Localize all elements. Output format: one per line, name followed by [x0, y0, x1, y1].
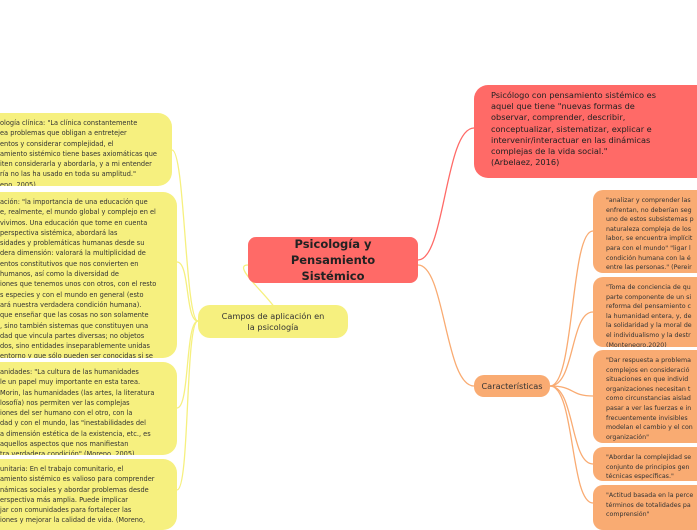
- node-text-line: labor, se encuentra implícit: [606, 235, 693, 243]
- node-text-line: el individualismo y la destr: [606, 331, 691, 339]
- node-text-line: conjunto de principios gen: [606, 463, 690, 471]
- node-text-line: aquel que tiene "nuevas formas de: [491, 101, 635, 112]
- node-text-line: erspectiva más amplia. Puede implicar: [0, 495, 128, 504]
- node-text-line: "analizar y comprender las: [606, 197, 691, 204]
- node-text-line: observar, comprender, describir,: [491, 112, 626, 123]
- node-text-line: le un papel muy importante en esta tarea…: [0, 378, 141, 387]
- node-text-line: e, realmente, el mundo global y complejo…: [0, 208, 156, 217]
- campos-item-node[interactable]: ología clínica: "La clínica constantemen…: [0, 113, 172, 186]
- node-text-line: situaciones en que individ: [606, 376, 689, 384]
- node-text-line: intervenir/interactuar en las dinámicas: [491, 134, 651, 145]
- node-text-line: dad y con el mundo, las "inestabilidades…: [0, 419, 146, 428]
- node-text-line: dad que vincula partes diversas; no obje…: [0, 331, 145, 340]
- node-text-line: entos y considerar complejidad, el: [0, 139, 114, 148]
- node-text-line: humanos, así como la diversidad de: [0, 270, 119, 279]
- node-text-line: pasar a ver las fuerzas e in: [606, 404, 692, 412]
- node-text-line: conceptualizar, sistematizar, explicar e: [491, 123, 652, 134]
- node-text-line: condición humana con la é: [606, 254, 691, 262]
- node-text-line: s especies y con el mundo en general (es…: [0, 290, 144, 299]
- node-text-line: la solidaridad y la moral de: [606, 322, 692, 330]
- node-text-line: como circunstancias aislad: [606, 395, 691, 403]
- node-text-line: ación: "la importancia de una educación …: [0, 198, 148, 206]
- node-text-line: frecuentemente invisibles: [606, 414, 688, 422]
- caracteristica-item-node[interactable]: "Actitud basada en la perce términos de t…: [593, 485, 697, 530]
- node-text-line: organización": [606, 433, 650, 441]
- node-text-line: reforma del pensamiento c: [606, 303, 692, 311]
- caracteristicas-node[interactable]: Características: [474, 375, 550, 397]
- node-text-line: Morin, las humanidades (las artes, la li…: [0, 388, 155, 397]
- node-text-line: aquellos aspectos que nos manifiestan: [0, 440, 129, 449]
- central-topic-title: Psicología y Pensamiento Sistémico: [290, 237, 376, 283]
- node-text-line: parte componente de un si: [606, 293, 692, 301]
- campos-item-node[interactable]: unitaria: En el trabajo comunitario, el a…: [0, 459, 177, 530]
- caracteristicas-label: Características: [481, 380, 543, 391]
- node-text-line: a dimensión estética de la existencia, e…: [0, 429, 151, 438]
- central-topic[interactable]: Psicología y Pensamiento Sistémico: [248, 237, 418, 283]
- caracteristica-item-node[interactable]: "Dar respuesta a problema complejos en co…: [593, 350, 697, 443]
- node-text-line: comprensión": [606, 511, 650, 519]
- node-text-line: ría no las ha usado en toda su amplitud.…: [0, 170, 137, 179]
- node-text-line: "Actitud basada en la perce: [606, 492, 694, 499]
- node-text-line: Psicólogo con pensamiento sistémico es: [491, 90, 656, 100]
- node-text-line: námicas sociales y abordar problemas des…: [0, 485, 149, 494]
- node-text-line: ará nuestra verdadera condición humana).: [0, 300, 142, 309]
- node-text-line: naturaleza compleja de los: [606, 225, 691, 233]
- campos-label: Campos de aplicación en la psicología: [221, 310, 325, 332]
- caracteristica-item-node[interactable]: "Toma de conciencia de qu parte component…: [593, 277, 697, 347]
- node-text-line: (Arbelaez, 2016): [491, 157, 560, 168]
- node-text-line: iones del ser humano con el otro, con la: [0, 409, 133, 418]
- node-text-line: entos constitutivos que nos convierten e…: [0, 259, 139, 268]
- node-text-line: amiento sistémico es valioso para compre…: [0, 475, 155, 484]
- node-text-line: unitaria: En el trabajo comunitario, el: [0, 465, 124, 473]
- node-text-line: que enseñar que las cosas no son solamen…: [0, 311, 149, 320]
- node-text-line: iten considerarla y abordarla, y a mi en…: [0, 160, 152, 169]
- node-text-line: ea problemas que obligan a entretejer: [0, 129, 127, 138]
- node-text-line: iones que tenemos unos con otros, con el…: [0, 280, 157, 289]
- node-text-line: modelan el cambio y el con: [606, 424, 693, 432]
- node-text-line: (Montenegro,2020): [606, 341, 667, 347]
- node-text-line: términos de totalidades pa: [606, 501, 691, 509]
- node-text-line: eno, 2005): [0, 180, 36, 186]
- node-text-line: para con el mundo" "ligar l: [606, 244, 691, 252]
- campos-aplicacion-node[interactable]: Campos de aplicación en la psicología: [198, 305, 348, 338]
- caracteristica-item-node[interactable]: "Abordar la complejidad se conjunto de pr…: [593, 447, 697, 481]
- node-text-line: complejas de la vida social.": [491, 146, 608, 157]
- node-text-line: tra verdadera condición" (Moreno, 2005): [0, 450, 135, 455]
- node-text-line: dos, sino entidades inseparablemente uni…: [0, 342, 150, 351]
- node-text-line: losofía) nos permiten ver las complejas: [0, 398, 130, 407]
- node-text-line: entorno y que sólo pueden ser conocidas …: [0, 352, 153, 358]
- node-text-line: amiento sistémico tiene bases axiomática…: [0, 149, 157, 158]
- node-text-line: enfrentan, no deberían seg: [606, 206, 692, 214]
- node-text-line: técnicas específicas.": [606, 473, 674, 481]
- node-text-line: "Dar respuesta a problema: [606, 357, 692, 364]
- node-text-line: , sino también sistemas que constituyen …: [0, 321, 149, 330]
- node-text-line: complejos en consideració: [606, 366, 690, 374]
- node-text-line: jar con comunidades para fortalecer las: [0, 506, 132, 515]
- node-text-line: entre las personas." (Pereir: [606, 264, 692, 272]
- node-text-line: organizaciones necesitan t: [606, 385, 691, 393]
- node-text-line: la humanidad entera, y, de: [606, 312, 692, 320]
- node-text-line: dera dimensión: valorará la multiplicida…: [0, 249, 146, 258]
- node-text-line: uno de estos subsistemas p: [606, 216, 694, 224]
- node-text-line: sidades y problemáticas humanas desde su: [0, 239, 145, 248]
- node-text-line: ología clínica: "La clínica constantemen…: [0, 119, 138, 127]
- node-text-line: "Abordar la complejidad se: [606, 454, 692, 461]
- campos-item-node[interactable]: anidades: "La cultura de las humanidades…: [0, 362, 177, 455]
- node-text-line: vivimos. Una educación que tome en cuent…: [0, 218, 148, 227]
- node-text-line: perspectiva sistémica, abordará las: [0, 228, 118, 237]
- campos-item-node[interactable]: ación: "la importancia de una educación …: [0, 192, 177, 358]
- node-text-line: anidades: "La cultura de las humanidades: [0, 368, 139, 376]
- node-text-line: iones y mejorar la calidad de vida. (Mor…: [0, 516, 146, 525]
- node-text-line: "Toma de conciencia de qu: [606, 284, 691, 291]
- caracteristica-item-node[interactable]: "analizar y comprender las enfrentan, no …: [593, 190, 697, 273]
